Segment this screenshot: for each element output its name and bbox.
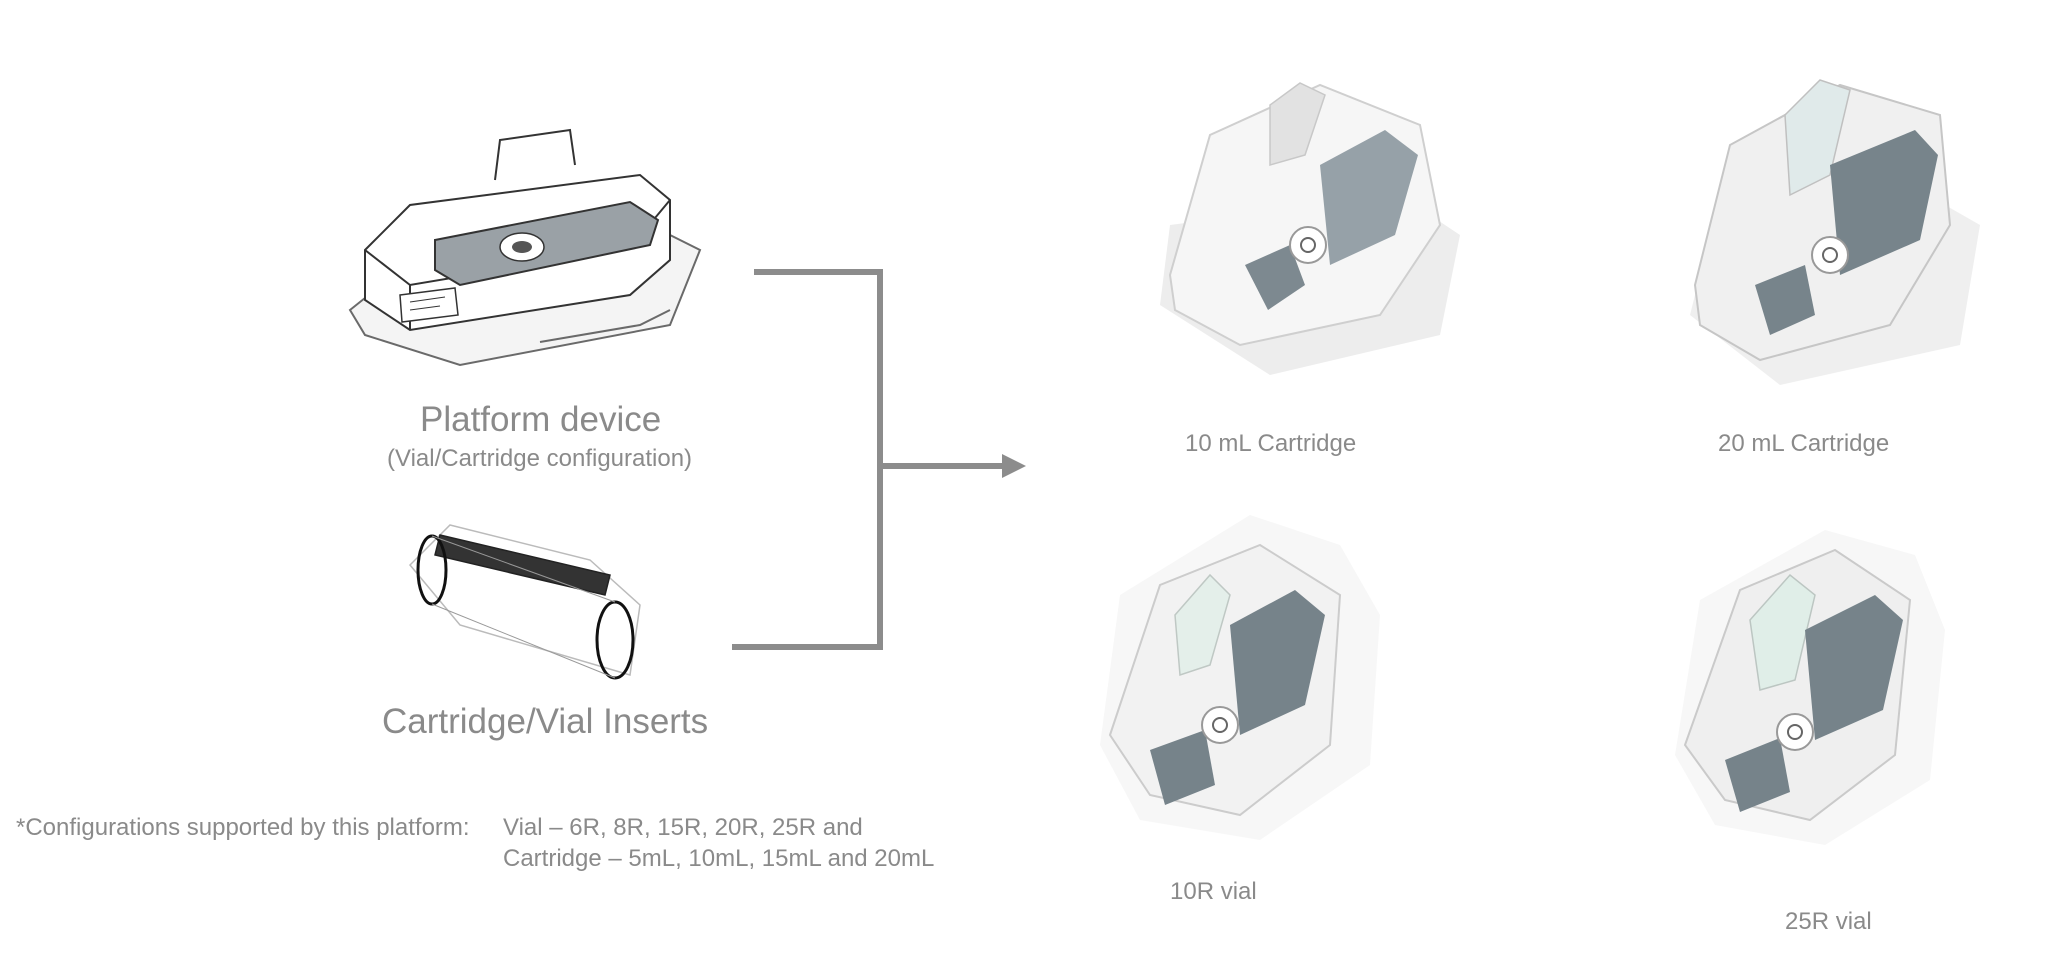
device-20ml-cartridge-illustration	[1680, 75, 2000, 395]
footnote-vial-line: Vial – 6R, 8R, 15R, 20R, 25R and	[503, 814, 863, 841]
label-10ml-cartridge: 10 mL Cartridge	[1185, 430, 1357, 457]
platform-device-illustration	[340, 120, 710, 370]
footnote-lead: *Configurations supported by this platfo…	[16, 814, 470, 841]
connector-arrowhead	[1002, 454, 1026, 478]
device-25r-vial-illustration	[1655, 510, 1975, 860]
device-10ml-cartridge-illustration	[1150, 75, 1470, 385]
label-25r-vial: 25R vial	[1785, 908, 1872, 935]
label-10r-vial: 10R vial	[1170, 878, 1257, 905]
platform-device-title: Platform device	[420, 400, 662, 439]
platform-device-subtitle: (Vial/Cartridge configuration)	[387, 445, 693, 472]
footnote-cartridge-line: Cartridge – 5mL, 10mL, 15mL and 20mL	[503, 845, 935, 872]
inserts-title: Cartridge/Vial Inserts	[382, 702, 709, 741]
device-10r-vial-illustration	[1080, 495, 1400, 855]
cartridge-vial-insert-illustration	[400, 515, 660, 685]
label-20ml-cartridge: 20 mL Cartridge	[1718, 430, 1890, 457]
